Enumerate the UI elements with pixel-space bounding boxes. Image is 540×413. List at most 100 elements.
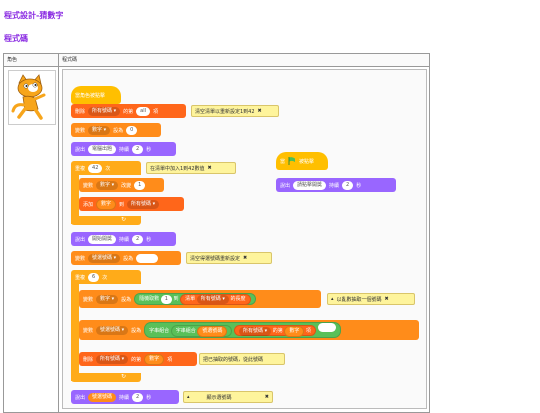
block-label: 改變 bbox=[121, 182, 132, 189]
code-area[interactable]: 當角色被點擊 刪除 所有號碼 ▾ 的第 all 項 清空清單以重新設定1到42✖… bbox=[62, 69, 427, 409]
collapse-icon[interactable]: ▴ bbox=[331, 296, 334, 302]
block-label: 變數 bbox=[83, 327, 94, 334]
list-dropdown[interactable]: 所有號碼 ▾ bbox=[127, 199, 160, 209]
comment-note[interactable]: 在清單中加入1到42數值✖ bbox=[146, 162, 236, 174]
say-for-secs-block[interactable]: 說出 開始開獎 持續 2 秒 bbox=[71, 232, 176, 246]
collapse-icon[interactable]: ▴ bbox=[187, 394, 190, 400]
dropdown-text: 所有號碼 bbox=[92, 107, 113, 114]
comment-note[interactable]: ▴ 以亂數抽取一個號碼✖ bbox=[327, 293, 415, 305]
close-icon[interactable]: ✖ bbox=[264, 394, 269, 400]
list-dropdown[interactable]: 所有號碼 ▾ bbox=[238, 327, 272, 336]
reporter-text: 的第 bbox=[272, 328, 283, 334]
var-reporter[interactable]: 號選號碼 bbox=[197, 326, 228, 337]
repeat-block[interactable]: 重複 6 次 bbox=[71, 270, 141, 284]
var-reporter[interactable]: 數字 bbox=[284, 326, 305, 337]
when-flag-clicked-hat[interactable]: 當 被點擊 bbox=[276, 152, 328, 170]
say-for-secs-block[interactable]: 說出 號選號碼 持續 2 秒 bbox=[71, 390, 179, 404]
block-label: 到 bbox=[119, 201, 125, 208]
var-dropdown[interactable]: 數字 ▾ bbox=[88, 125, 111, 135]
reporter-text: 數字 bbox=[289, 328, 300, 334]
text-input[interactable]: 請點擊開獎 bbox=[293, 180, 327, 190]
block-label: 設為 bbox=[123, 255, 134, 262]
block-label: 重複 bbox=[75, 165, 86, 172]
join-reporter[interactable]: 字串組合 字串組合 號選號碼 所有號碼 ▾ 的第 數字 項 bbox=[144, 322, 341, 338]
comment-note[interactable]: 把已抽取的號碼，從此號碼 bbox=[199, 353, 285, 365]
dropdown-text: 所有號碼 bbox=[131, 200, 152, 207]
comment-note[interactable]: 清空得選號碼重新設定✖ bbox=[186, 252, 272, 264]
note-text: 清空得選號碼重新設定 bbox=[190, 255, 241, 262]
reporter-text: 項 bbox=[305, 328, 311, 334]
block-label: 持續 bbox=[329, 182, 340, 189]
list-dropdown[interactable]: 所有號碼 ▾ bbox=[96, 354, 129, 364]
loop-arrow-icon: ↻ bbox=[121, 373, 127, 380]
block-label: 持續 bbox=[119, 146, 130, 153]
set-variable-block[interactable]: 變數 數字 ▾ 設為 0 bbox=[71, 123, 161, 137]
dropdown-text: 號選號碼 bbox=[100, 326, 121, 333]
dropdown-text: 所有號碼 bbox=[200, 296, 221, 302]
comment-note[interactable]: 清空清單以重新設定1到42✖ bbox=[191, 105, 279, 117]
block-label: 說出 bbox=[75, 146, 86, 153]
block-label: 說出 bbox=[75, 394, 86, 401]
set-join-block[interactable]: 變數 號選號碼 ▾ 設為 字串組合 字串組合 號選號碼 所有號碼 ▾ 的第 數字… bbox=[79, 320, 419, 340]
when-sprite-clicked-hat[interactable]: 當角色被點擊 bbox=[71, 86, 121, 104]
add-to-list-block[interactable]: 添加 數字 到 所有號碼 ▾ bbox=[79, 197, 184, 211]
close-icon[interactable]: ✖ bbox=[207, 165, 212, 171]
close-icon[interactable]: ✖ bbox=[243, 255, 248, 261]
join-empty-input[interactable] bbox=[317, 323, 336, 332]
var-dropdown[interactable]: 數字 ▾ bbox=[96, 180, 119, 190]
value-input[interactable]: 1 bbox=[134, 180, 146, 190]
text-input[interactable]: 開始開獎 bbox=[88, 234, 117, 244]
var-dropdown[interactable]: 號選號碼 ▾ bbox=[96, 325, 129, 335]
note-text: 以亂數抽取一個號碼 bbox=[336, 296, 382, 303]
close-icon[interactable]: ✖ bbox=[384, 296, 389, 302]
set-random-block[interactable]: 變數 數字 ▾ 設為 隨機取數 1 到 清單 所有號碼 ▾ 的長度 bbox=[79, 290, 321, 308]
say-for-secs-block[interactable]: 說出 電腦出題 持續 2 秒 bbox=[71, 142, 176, 156]
secs-input[interactable]: 2 bbox=[132, 234, 144, 244]
reporter-text: 號選號碼 bbox=[92, 393, 113, 400]
from-input[interactable]: 1 bbox=[160, 295, 172, 304]
sprite-thumbnail[interactable] bbox=[8, 70, 56, 125]
comment-note[interactable]: ▴ 顯示選號碼 ✖ bbox=[183, 391, 273, 403]
block-label: 設為 bbox=[121, 296, 132, 303]
list-dropdown[interactable]: 所有號碼 ▾ bbox=[88, 106, 121, 116]
close-icon[interactable]: ✖ bbox=[257, 108, 262, 114]
set-variable-block[interactable]: 變數 號選號碼 ▾ 設為 bbox=[71, 251, 181, 265]
repeat-block[interactable]: 重複 42 次 bbox=[71, 161, 141, 175]
dropdown-text: 所有號碼 bbox=[100, 355, 121, 362]
page-subtitle: 程式碼 bbox=[4, 34, 28, 43]
var-reporter[interactable]: 號選號碼 bbox=[88, 392, 117, 402]
block-label: 變數 bbox=[75, 255, 86, 262]
block-label: 的第 bbox=[123, 108, 134, 115]
repeat-foot: ↻ bbox=[71, 373, 141, 382]
secs-input[interactable]: 2 bbox=[132, 144, 144, 154]
times-input[interactable]: 42 bbox=[88, 163, 103, 173]
block-label: 設為 bbox=[131, 327, 142, 334]
value-input[interactable] bbox=[136, 253, 159, 263]
secs-input[interactable]: 2 bbox=[132, 392, 144, 402]
block-label: 秒 bbox=[146, 394, 152, 401]
list-dropdown[interactable]: 所有號碼 ▾ bbox=[196, 295, 229, 304]
var-reporter[interactable]: 數字 bbox=[96, 198, 117, 210]
secs-input[interactable]: 2 bbox=[342, 180, 354, 190]
column-divider bbox=[58, 54, 59, 412]
list-length-reporter[interactable]: 清單 所有號碼 ▾ 的長度 bbox=[180, 294, 251, 305]
block-label: 說出 bbox=[75, 236, 86, 243]
text-input[interactable]: 電腦出題 bbox=[88, 144, 117, 154]
random-reporter[interactable]: 隨機取數 1 到 清單 所有號碼 ▾ 的長度 bbox=[134, 293, 256, 305]
block-label: 次 bbox=[105, 165, 111, 172]
change-variable-block[interactable]: 變數 數字 ▾ 改變 1 bbox=[79, 178, 164, 192]
header-code: 程式碼 bbox=[62, 57, 78, 63]
hat-label: 被點擊 bbox=[299, 158, 315, 165]
var-dropdown[interactable]: 號選號碼 ▾ bbox=[88, 253, 121, 263]
times-input[interactable]: 6 bbox=[88, 272, 100, 282]
var-reporter[interactable]: 數字 bbox=[144, 353, 165, 365]
say-for-secs-block[interactable]: 說出 請點擊開獎 持續 2 秒 bbox=[276, 178, 396, 192]
join-reporter-inner[interactable]: 字串組合 號選號碼 bbox=[170, 325, 233, 337]
delete-item-block[interactable]: 刪除 所有號碼 ▾ 的第 數字 項 bbox=[79, 352, 197, 366]
dropdown-text: 號選號碼 bbox=[92, 254, 113, 261]
var-dropdown[interactable]: 數字 ▾ bbox=[96, 294, 119, 304]
delete-all-block[interactable]: 刪除 所有號碼 ▾ 的第 all 項 bbox=[71, 104, 186, 118]
value-input[interactable]: 0 bbox=[126, 125, 138, 135]
item-of-list-reporter[interactable]: 所有號碼 ▾ 的第 數字 項 bbox=[233, 325, 316, 337]
item-input[interactable]: all bbox=[136, 106, 150, 116]
